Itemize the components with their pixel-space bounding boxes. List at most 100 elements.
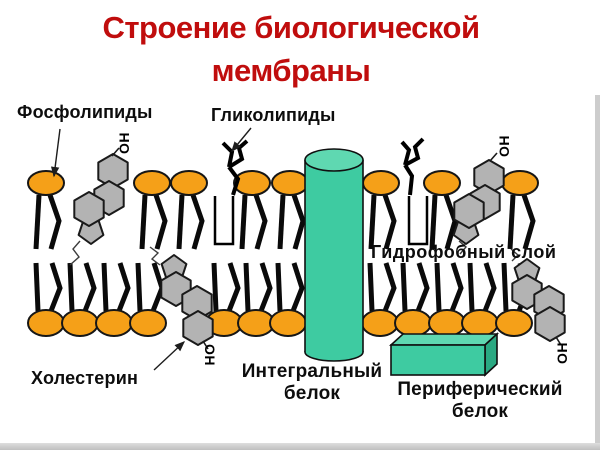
phospholipid-top-leaflet [27, 170, 539, 250]
box-front-face [390, 344, 486, 376]
cholesterol-molecules-group [69, 147, 566, 350]
lipid-head [237, 309, 275, 337]
label-peripheral-protein-line2: белок [451, 401, 509, 422]
lipid-head [501, 170, 539, 196]
lipid-tail [290, 262, 305, 312]
lipid-tail [400, 262, 408, 312]
lipid-tail [507, 194, 516, 250]
lipid-head [95, 309, 133, 337]
label-integral-protein-line2: белок [283, 383, 341, 404]
lipid-tail [67, 262, 75, 312]
cholesterol-acyl-squiggle [149, 246, 161, 266]
lipid-head [133, 170, 171, 196]
lipid-head [27, 309, 65, 337]
lipid-tail [367, 262, 375, 312]
lipid-head [61, 309, 99, 337]
label-hydroxyl-top-right: ОН [496, 135, 512, 157]
lipid-head [428, 309, 466, 337]
integral-protein-cylinder [304, 148, 364, 362]
cholesterol-molecule [149, 246, 214, 350]
cholesterol-molecule [510, 248, 566, 346]
glycolipid-anchor [213, 196, 235, 246]
lipid-head [394, 309, 432, 337]
lipid-tail [415, 262, 430, 312]
lipid-head [170, 170, 208, 196]
lipid-tail [291, 194, 306, 250]
label-hydrophobic-layer: Гидрофобный слой [371, 242, 557, 262]
peripheral-protein-box [388, 332, 500, 377]
label-phospholipids: Фосфолипиды [17, 102, 153, 122]
callout-arrows [50, 127, 252, 371]
lipid-tail [33, 194, 42, 250]
lipid-tail [239, 194, 248, 250]
cholesterol-oh-bond [202, 340, 209, 350]
lipid-tail [101, 262, 109, 312]
cholesterol-acyl-squiggle [510, 248, 520, 262]
lipid-tail [429, 194, 438, 250]
lipid-tail [434, 262, 442, 312]
cholesterol-oh-bond [555, 336, 562, 346]
lipid-tail [253, 194, 268, 250]
cholesterol-molecule [452, 152, 505, 255]
lipid-head [233, 170, 271, 196]
lipid-tail [153, 194, 168, 250]
lipid-tail [501, 262, 509, 312]
slide-title-line2: мембраны [211, 53, 371, 88]
lipid-tail [382, 262, 397, 312]
phospholipids-arrow [50, 128, 61, 178]
slide-title: Строение биологической мембраны [0, 6, 582, 92]
cholesterol-arrow [153, 341, 186, 371]
label-peripheral-protein: Периферический белок [385, 379, 575, 423]
slide-edge-bottom [0, 443, 600, 450]
lipid-head [495, 309, 533, 337]
cholesterol-acyl-squiggle [69, 240, 81, 266]
phospholipid-bottom-leaflet [27, 262, 533, 337]
lipid-tail [277, 194, 286, 250]
label-hydroxyl-bottom-left: ОН [202, 344, 218, 366]
glycolipid-sugar-chain [400, 137, 425, 196]
lipid-tail [482, 262, 497, 312]
slide-edge-right [595, 95, 600, 443]
lipid-head [129, 309, 167, 337]
lipid-head [27, 170, 65, 196]
glycolipids-arrow [231, 127, 252, 153]
cylinder-top [304, 148, 364, 172]
lipid-tail [467, 262, 475, 312]
lipid-tail [521, 194, 536, 250]
lipid-tail [190, 194, 205, 250]
lipid-tail [258, 262, 273, 312]
cylinder-body [305, 160, 363, 352]
lipid-head [461, 309, 499, 337]
lipid-tail [33, 262, 41, 312]
cholesterol-acyl-squiggle [458, 240, 467, 255]
cholesterol-hexagon-ring [73, 191, 105, 227]
lipid-tail [275, 262, 283, 312]
cholesterol-hexagon-ring [182, 310, 214, 346]
box-top-face [388, 333, 500, 346]
slide-title-line1: Строение биологической [102, 10, 480, 45]
lipid-tail [176, 194, 185, 250]
cholesterol-oh-bond [489, 152, 498, 162]
label-integral-protein: Интегральный белок [232, 361, 392, 405]
lipid-tail [382, 194, 397, 250]
lipid-tail [47, 194, 62, 250]
lipid-tail [243, 262, 251, 312]
lipid-tail [226, 262, 241, 312]
label-cholesterol: Холестерин [31, 368, 139, 388]
glycolipid-anchor [407, 196, 429, 246]
lipid-tail [211, 262, 219, 312]
label-hydroxyl-bottom-right: ОН [554, 342, 570, 364]
lipid-head [423, 170, 461, 196]
lipid-tail [368, 194, 377, 250]
lipid-head [269, 309, 307, 337]
cholesterol-hexagon-ring [453, 193, 485, 229]
label-integral-protein-line1: Интегральный [241, 361, 383, 382]
lipid-head [362, 170, 400, 196]
cholesterol-oh-bond [111, 147, 120, 157]
lipid-tail [139, 194, 148, 250]
lipid-tail [82, 262, 97, 312]
label-glycolipids: Гликолипиды [211, 105, 336, 125]
lipid-tail [116, 262, 131, 312]
